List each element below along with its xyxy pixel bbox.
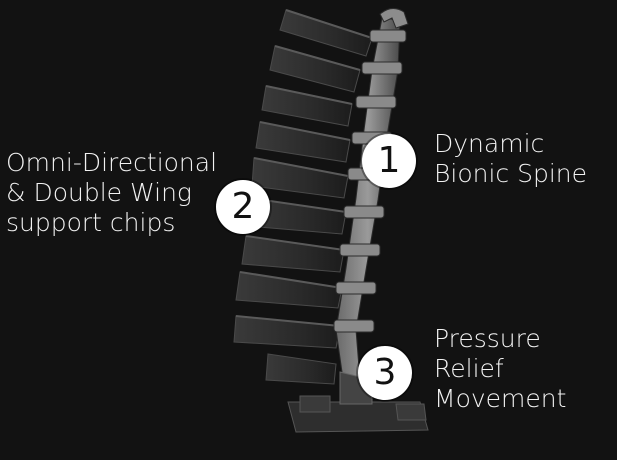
feature-label-2-line-1: Omni-Directional xyxy=(6,148,218,177)
feature-badge-1: 1 xyxy=(362,134,416,188)
feature-label-1-line-2: Bionic Spine xyxy=(434,159,588,188)
feature-label-1-line-1: Dynamic xyxy=(434,129,545,158)
feature-label-2: Omni-Directional & Double Wing support c… xyxy=(6,148,217,238)
feature-label-3-line-2: Relief xyxy=(434,354,504,383)
feature-label-3-line-1: Pressure xyxy=(434,324,541,353)
feature-label-3: Pressure Relief Movement xyxy=(434,324,566,414)
feature-label-2-line-2: & Double Wing xyxy=(6,178,192,207)
feature-label-2-line-3: support chips xyxy=(6,208,176,237)
feature-badge-3: 3 xyxy=(358,346,412,400)
feature-badge-2: 2 xyxy=(216,180,270,234)
feature-label-3-line-3: Movement xyxy=(434,384,567,413)
feature-label-1: Dynamic Bionic Spine xyxy=(434,129,587,189)
